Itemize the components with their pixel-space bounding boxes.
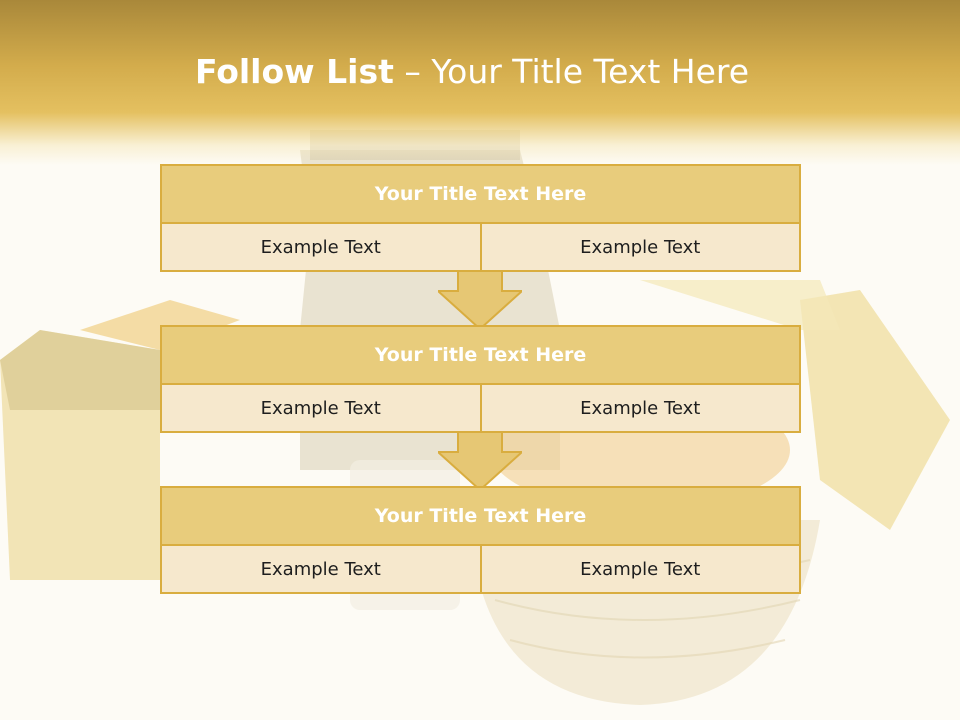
block-cell-left: Example Text	[162, 224, 480, 270]
block-title: Your Title Text Here	[162, 327, 799, 385]
block-row: Example Text Example Text	[162, 385, 799, 431]
slide-title: Follow List – Your Title Text Here	[0, 52, 944, 91]
down-arrow-icon	[438, 432, 522, 490]
block-cell-left: Example Text	[162, 385, 480, 431]
block-row: Example Text Example Text	[162, 546, 799, 592]
block-row: Example Text Example Text	[162, 224, 799, 270]
title-band	[0, 0, 960, 165]
block-cell-right: Example Text	[479, 385, 799, 431]
list-block-2: Your Title Text Here Example Text Exampl…	[160, 325, 801, 433]
list-block-1: Your Title Text Here Example Text Exampl…	[160, 164, 801, 272]
title-rest: – Your Title Text Here	[393, 52, 750, 91]
list-block-3: Your Title Text Here Example Text Exampl…	[160, 486, 801, 594]
down-arrow-icon	[438, 271, 522, 329]
block-cell-right: Example Text	[479, 546, 799, 592]
cheese-slice-right	[800, 290, 950, 530]
block-cell-left: Example Text	[162, 546, 480, 592]
cheese-slice-right-2	[640, 280, 840, 330]
block-cell-right: Example Text	[479, 224, 799, 270]
block-title: Your Title Text Here	[162, 166, 799, 224]
block-title: Your Title Text Here	[162, 488, 799, 546]
title-bold: Follow List	[194, 52, 394, 91]
cheese-rind-left	[0, 330, 160, 410]
